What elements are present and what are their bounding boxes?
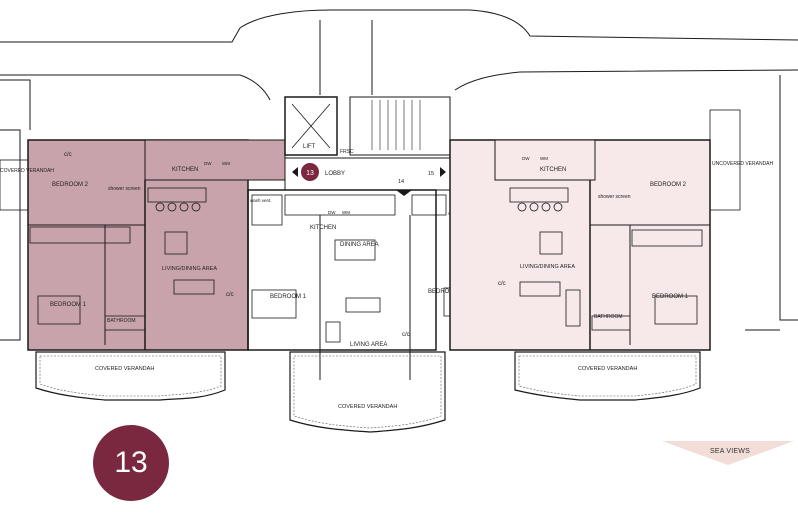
left-shower-label: shower screen [108, 186, 141, 192]
middle-bedroom2-label: BEDROOM 2 [428, 289, 465, 295]
middle-bedroom1-label: BEDROOM 1 [270, 294, 307, 300]
right-shower-label: shower screen [598, 194, 631, 200]
sea-views-arrow [662, 441, 794, 465]
site-outline [0, 9, 798, 341]
middle-wm-label: WM [342, 210, 350, 215]
right-living-label: LIVING/DINING AREA [520, 264, 575, 270]
middle-verandah-label: COVERED VERANDAH [338, 404, 397, 410]
left-verandah-label: COVERED VERANDAH [95, 366, 154, 372]
left-dw-label: DW [204, 161, 212, 166]
middle-kitchen-label: KITCHEN [310, 225, 336, 231]
left-bedroom1-label: BEDROOM 1 [50, 302, 87, 308]
left-cc1-label: c/c [64, 152, 72, 158]
unit-14-arrow [396, 190, 412, 196]
lobby-badge-number: 13 [306, 170, 314, 177]
lobby-badge [301, 163, 319, 181]
unit-15-label: 15 [428, 171, 434, 177]
unit-15-arrow [440, 167, 446, 177]
apartment-number-badge: 13 [93, 425, 169, 501]
right-verandah-label: COVERED VERANDAH [578, 366, 637, 372]
middle-dining-label: DINING AREA [340, 242, 379, 248]
left-verandah [35, 351, 226, 401]
right-dw-label: DW [522, 156, 530, 161]
right-cc-label: c/c [498, 281, 506, 287]
middle-dw-label: DW [328, 210, 336, 215]
left-cc2-label: c/c [226, 292, 234, 298]
right-apartment: KITCHEN BEDROOM 2 LIVING/DINING AREA BED… [449, 109, 774, 401]
middle-verandah [289, 351, 446, 433]
right-side-verandah-label: UNCOVERED VERANDAH [712, 161, 774, 167]
unit-13-arrow [292, 167, 298, 177]
left-apartment: BEDROOM 2 KITCHEN LIVING/DINING AREA BED… [0, 139, 286, 401]
unit-14-label: 14 [398, 179, 404, 185]
left-kitchen-fill [144, 139, 286, 181]
right-bedroom2-label: BEDROOM 2 [650, 182, 687, 188]
left-bathroom-label: BATHROOM [107, 318, 136, 324]
left-side-verandah-label: COVERED VERANDAH [0, 168, 54, 174]
sea-views-label: SEA VIEWS [710, 448, 750, 455]
left-living-label: LIVING/DINING AREA [162, 266, 217, 272]
core: LIFT FRSC LOBBY 13 14 15 [284, 96, 451, 196]
left-kitchen-label: KITCHEN [172, 167, 198, 173]
right-wm-label: WM [540, 156, 548, 161]
middle-cc-label: c/c [402, 332, 410, 338]
right-kitchen-label: KITCHEN [540, 167, 566, 173]
right-bedroom1-label: BEDROOM 1 [652, 294, 689, 300]
left-wm-label: WM [222, 161, 230, 166]
lobby-label: LOBBY [325, 171, 345, 177]
lift-label: LIFT [303, 144, 316, 150]
stairs [349, 96, 451, 156]
right-verandah [514, 351, 701, 401]
apartment-number: 13 [114, 446, 148, 479]
middle-wc-label: wash vent. [250, 198, 272, 203]
middle-living-label: LIVING AREA [350, 342, 387, 348]
right-bathroom-label: BATHROOM [594, 314, 623, 320]
lift-shaft [284, 96, 338, 156]
left-bedroom2-label: BEDROOM 2 [52, 182, 89, 188]
frsc-label: FRSC [340, 149, 354, 155]
